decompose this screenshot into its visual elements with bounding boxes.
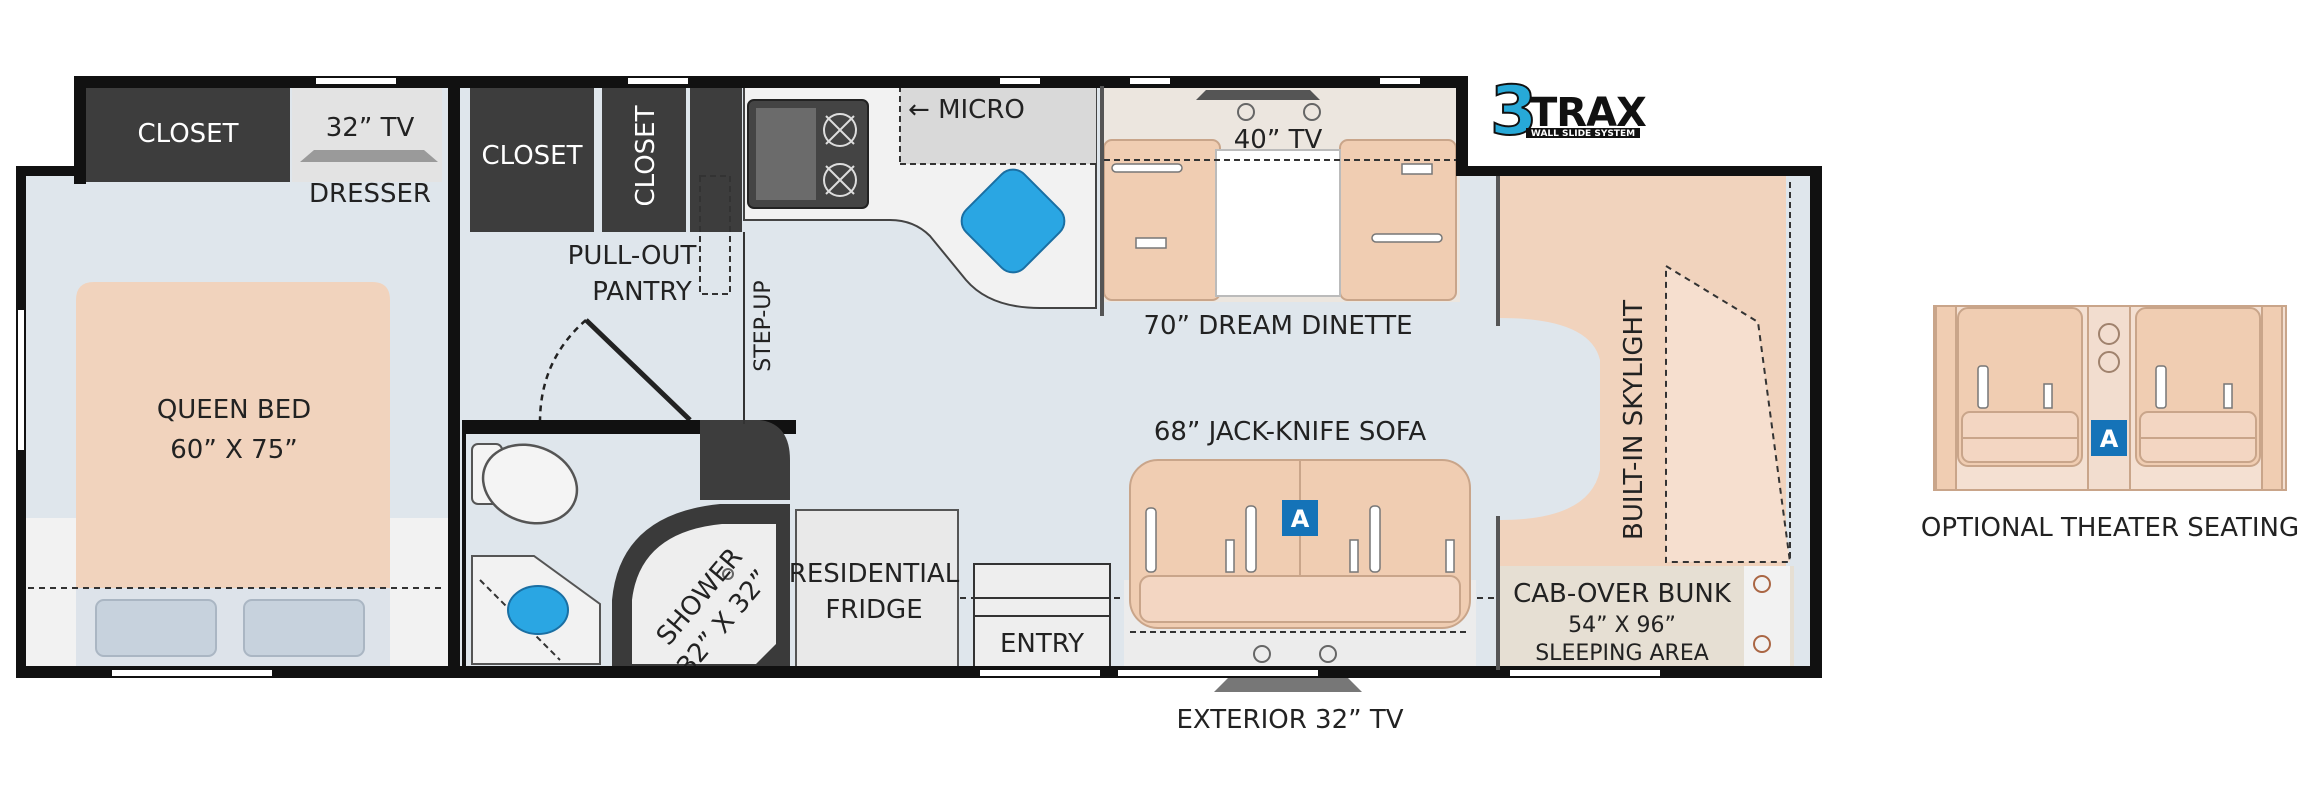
pull-out-pantry (699, 175, 731, 295)
closet-2-label: CLOSET (482, 141, 583, 171)
exterior-tv-icon (1214, 676, 1362, 692)
queen-bed-label-1: QUEEN BED (157, 395, 311, 425)
jack-knife-sofa: A 68” JACK-KNIFE SOFA EXTERIOR 32” TV (1124, 417, 1476, 735)
closet-1 (86, 86, 290, 182)
pantry-label-1: PULL-OUT (568, 241, 697, 271)
cupholder-icon (2098, 323, 2120, 345)
3trax-logo: 3 TRAX WALL SLIDE SYSTEM (1489, 71, 1648, 152)
theater-armrest (1935, 305, 1957, 491)
seatbelt-icon (1401, 163, 1433, 175)
seatbelt-icon (2155, 365, 2167, 409)
exterior-tv-mount-icon (1319, 645, 1337, 663)
theater-console (2087, 305, 2131, 491)
residential-fridge (795, 509, 959, 671)
exterior-tv-mount-icon (1253, 645, 1271, 663)
pantry-label-2: PANTRY (592, 277, 692, 307)
fridge-label-2: FRIDGE (825, 595, 922, 625)
dresser-label: DRESSER (309, 179, 431, 209)
shower-corner (700, 420, 790, 500)
cab-light-icon (1753, 575, 1771, 593)
seatbelt-icon (2043, 383, 2053, 409)
cooktop-panel (756, 108, 816, 200)
theater-seating: A OPTIONAL THEATER SEATING (1921, 305, 2299, 543)
tv-40-label: 40” TV (1234, 125, 1323, 155)
seatbelt-icon (2223, 383, 2233, 409)
dresser (292, 86, 442, 182)
bed-nightstand-left (24, 518, 80, 668)
micro-label-text: MICRO (938, 95, 1025, 125)
cabover-label-2: 54” X 96” (1568, 613, 1676, 638)
dinette-bench-right (1339, 139, 1457, 301)
tv-32-label: 32” TV (326, 113, 415, 143)
dinette: 40” TV 70” DREAM DINETTE (1100, 86, 1460, 341)
tv-mount-icon (1303, 103, 1321, 121)
microwave-cabinet (900, 86, 1096, 164)
seatbelt-icon (1977, 365, 1989, 409)
dinette-table (1215, 149, 1341, 297)
skylight-label: BUILT-IN SKYLIGHT (1619, 300, 1649, 540)
pantry-cabinet (690, 86, 742, 232)
closet-3-label: CLOSET (631, 105, 661, 206)
bed-nightstand-right (388, 518, 448, 668)
burner-bottom-icon (823, 163, 857, 197)
shower-drain-icon (722, 568, 734, 580)
closet-1-label: CLOSET (138, 119, 239, 149)
skylight-outline (1665, 264, 1792, 563)
closet-2 (470, 86, 594, 232)
cab-area: BUILT-IN SKYLIGHT CAB-OVER BUNK 54” X 96… (1496, 174, 1794, 670)
windows (18, 78, 1660, 676)
seatbelt-icon (1135, 237, 1167, 249)
fridge-entry: RESIDENTIAL FRIDGE ENTRY (789, 509, 1500, 671)
exterior-tv-label: EXTERIOR 32” TV (1176, 705, 1403, 735)
shower-pan (632, 524, 776, 664)
pillow-left-icon (95, 599, 217, 657)
cabover-label-3: SLEEPING AREA (1535, 641, 1709, 666)
badge-a-theater (2091, 420, 2127, 456)
micro-label: ← MICRO (908, 95, 1025, 125)
seatbelt-icon (1145, 507, 1157, 573)
dinette-label: 70” DREAM DINETTE (1143, 311, 1412, 341)
entry-label: ENTRY (1000, 629, 1084, 659)
badge-a-label: A (1291, 505, 1310, 533)
bathroom-door (584, 318, 692, 422)
tv-mount-icon (1237, 103, 1255, 121)
door-swing-arc (538, 319, 587, 423)
theater-label: OPTIONAL THEATER SEATING (1921, 513, 2299, 543)
logo-tagline: WALL SLIDE SYSTEM (1531, 129, 1635, 139)
tv-32-icon (300, 150, 438, 162)
cab-light-icon (1753, 635, 1771, 653)
seatbelt-icon (1111, 163, 1183, 173)
bath-sink-icon (507, 585, 569, 635)
logo-tagline-bar (1526, 128, 1640, 138)
tv-40-icon (1196, 90, 1320, 100)
badge-a-theater-label: A (2100, 425, 2119, 453)
seatbelt-icon (1245, 505, 1257, 573)
hall-storage: CLOSET CLOSET PULL-OUT PANTRY (470, 86, 742, 423)
queen-bed (76, 282, 390, 664)
arrow-left-icon: ← (908, 95, 938, 125)
queen-bed-label-2: 60” X 75” (170, 435, 297, 465)
seatbelt-icon (1225, 539, 1235, 573)
bedroom: CLOSET 32” TV DRESSER QUEEN BED 60” X 75… (24, 86, 448, 668)
kitchen: ← MICRO STEP-UP (743, 85, 1097, 424)
seatbelt-icon (1349, 539, 1359, 573)
burner-top-icon (823, 113, 857, 147)
cupholder-icon (2098, 351, 2120, 373)
cabover-label-1: CAB-OVER BUNK (1513, 579, 1732, 609)
bathroom: SHOWER 32” X 32” (462, 420, 796, 681)
badge-a (1282, 500, 1318, 536)
seatbelt-icon (1371, 233, 1443, 243)
kitchen-sink-icon (960, 168, 1066, 274)
theater-armrest (2261, 305, 2283, 491)
step-up-label: STEP-UP (751, 280, 776, 371)
toilet-icon (481, 443, 579, 525)
sofa-label: 68” JACK-KNIFE SOFA (1154, 417, 1427, 447)
fridge-label-1: RESIDENTIAL (789, 559, 960, 589)
closet-3 (602, 86, 686, 232)
seatbelt-icon (1445, 539, 1455, 573)
pillow-right-icon (243, 599, 365, 657)
seatbelt-icon (1369, 505, 1381, 573)
